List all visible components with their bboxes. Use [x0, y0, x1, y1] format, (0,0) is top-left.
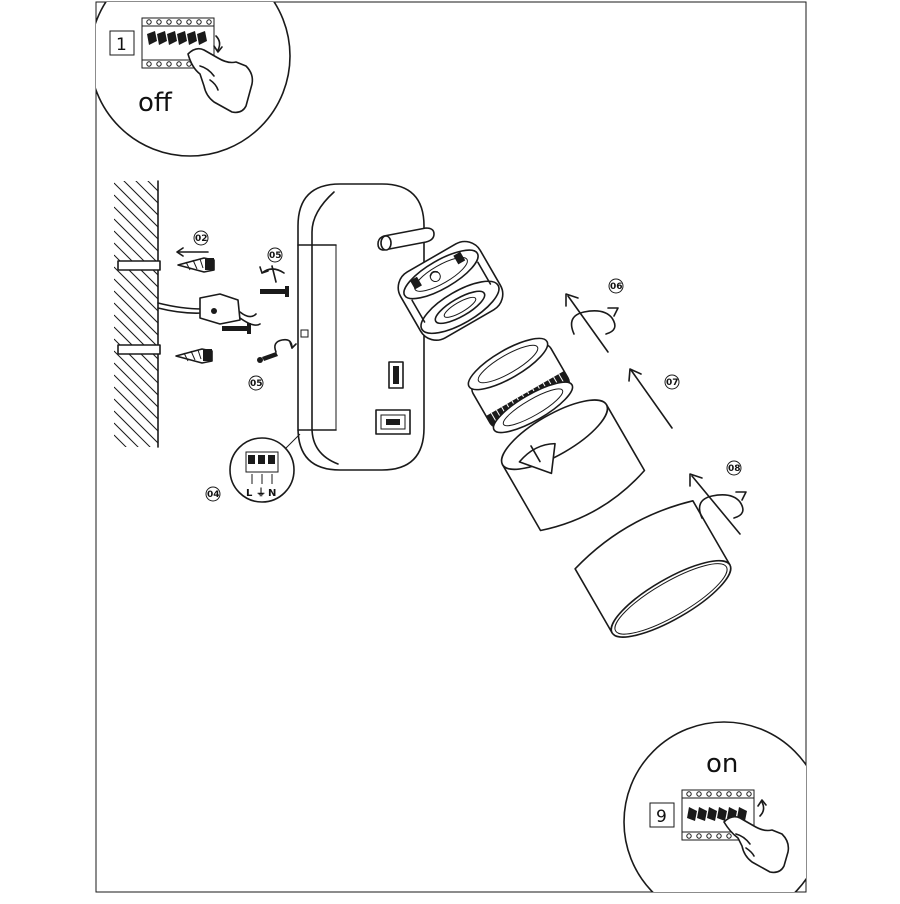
rotate-arrow-icon — [274, 338, 297, 353]
terminal-block-icon — [245, 451, 279, 484]
step-start-number-box — [109, 30, 135, 56]
screw-icon — [260, 286, 289, 297]
rotate-arrow-icon — [259, 265, 285, 283]
lamp-outer-shade — [574, 500, 732, 638]
callout-07 — [664, 374, 680, 390]
usb-panel — [375, 409, 411, 435]
callout-02 — [193, 230, 209, 246]
rotate-arrow-icon — [565, 293, 619, 353]
step-start-panel: 1 — [96, 2, 291, 157]
terminal-label-neutral: N — [268, 488, 276, 499]
rotate-arrow-icon — [689, 473, 747, 535]
wall-housing-backplate — [297, 183, 425, 471]
lamp-inner-shade — [500, 399, 646, 532]
terminal-block-detail: L ⏚ N — [229, 433, 301, 503]
callout-07-label: 07 — [666, 378, 679, 388]
step-end-number: 9 — [656, 807, 667, 827]
callout-04 — [205, 486, 221, 502]
wall-hatch — [114, 180, 161, 448]
wall-plug-icon — [175, 348, 213, 364]
callout-05a — [267, 247, 283, 263]
mains-cable — [157, 302, 203, 314]
straight-arrow-icon — [176, 247, 209, 257]
mount-arm — [377, 227, 435, 251]
screw-icon — [222, 323, 251, 334]
step-end-panel: on 9 — [623, 721, 806, 892]
callout-02-label: 02 — [195, 234, 208, 244]
callout-08 — [726, 460, 742, 476]
screw-icon — [257, 352, 278, 363]
callout-08-label: 08 — [728, 464, 741, 474]
rocker-switch — [388, 361, 404, 389]
wall-plug-icon — [177, 257, 215, 273]
step-end-number-box — [649, 802, 675, 828]
callout-05a-label: 05 — [269, 251, 282, 261]
straight-arrow-icon — [628, 368, 673, 429]
callout-05b-label: 05 — [250, 379, 263, 389]
callout-06-label: 06 — [610, 282, 623, 292]
lamp-gimbal-ring — [397, 240, 504, 341]
switch-off-hand-icon — [141, 17, 254, 114]
terminal-label-ground: ⏚ — [256, 487, 266, 499]
page-frame — [95, 1, 807, 893]
step-end-label: on — [706, 749, 738, 779]
cable-connector — [199, 293, 261, 326]
step-start-label: off — [138, 88, 173, 118]
terminal-label-line: L — [246, 488, 253, 499]
callout-04-label: 04 — [207, 490, 220, 500]
switch-on-hand-icon — [681, 789, 790, 874]
lamp-holder-ring — [467, 337, 574, 434]
callout-06 — [608, 278, 624, 294]
callout-05b — [248, 375, 264, 391]
step-start-number: 1 — [116, 35, 127, 55]
